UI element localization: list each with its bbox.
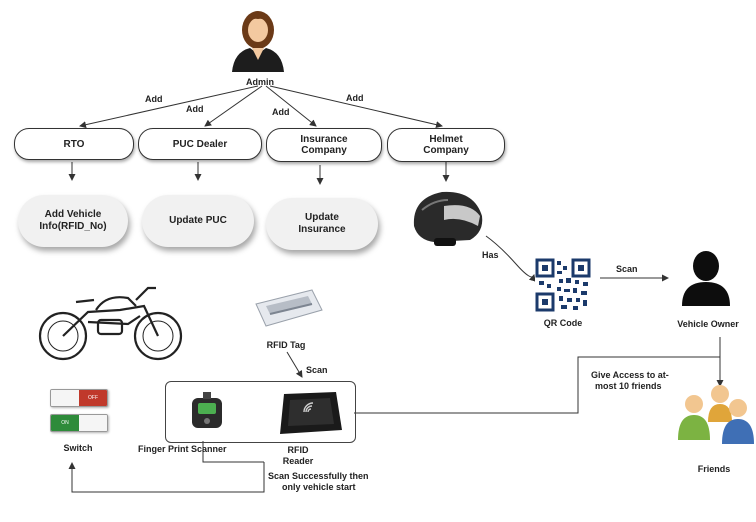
rfid-reader-icon (280, 392, 342, 434)
update-insurance-label-2: Insurance (298, 224, 346, 235)
give-access-label-2: most 10 friends (595, 381, 662, 391)
edge-label-add: Add (272, 107, 290, 117)
rfid-tag-label: RFID Tag (266, 340, 306, 350)
qr-code-icon (535, 258, 591, 312)
edge-label-scan: Scan (306, 365, 328, 375)
helmet-company-label-1: Helmet (429, 134, 463, 145)
edge-admin-rto (79, 85, 259, 129)
helmet-icon (413, 191, 483, 246)
switch-label: Switch (63, 443, 93, 453)
admin-label: Admin (246, 77, 274, 87)
rfid-tag-icon (255, 289, 323, 327)
rfid-reader-label-1: RFID (287, 445, 309, 455)
add-vehicle-label-2: Info(RFID_No) (39, 221, 107, 232)
update-puc-label: Update PUC (169, 215, 227, 226)
rto-box: RTO (14, 128, 134, 160)
person-icon (682, 251, 730, 306)
edge-tag-reader (286, 351, 303, 378)
edge-admin-puc (204, 85, 263, 127)
edge-reader-access (354, 356, 720, 414)
add-vehicle-cloud: Add Vehicle Info(RFID_No) (18, 195, 128, 247)
edge-scan-switch (68, 462, 265, 493)
edge-label-has: Has (482, 250, 499, 260)
give-access-label-1: Give Access to at- (591, 370, 669, 380)
update-insurance-cloud: Update Insurance (266, 198, 378, 250)
vehicle-owner-label: Vehicle Owner (677, 319, 739, 329)
switch-off: OFF (50, 389, 108, 407)
edge-label-scan: Scan (616, 264, 638, 274)
scan-success-label-1: Scan Successfully then (268, 471, 369, 481)
rto-label: RTO (63, 138, 85, 150)
puc-dealer-box: PUC Dealer (138, 128, 262, 160)
switch-off-label: OFF (79, 390, 107, 406)
edge-label-add: Add (346, 93, 364, 103)
friends-label: Friends (697, 464, 731, 474)
reader-group (165, 381, 356, 443)
edge-admin-insurance (265, 85, 317, 127)
finger-print-scanner-label: Finger Print Scanner (138, 444, 227, 454)
edge-helmet-qr (485, 235, 536, 282)
edge-label-add: Add (186, 104, 204, 114)
insurance-company-label-1: Insurance (300, 134, 348, 145)
edge-label-add: Add (145, 94, 163, 104)
scan-success-label-2: only vehicle start (282, 482, 356, 492)
puc-dealer-label: PUC Dealer (172, 138, 228, 150)
friends-icon (678, 385, 754, 444)
edge-reader-note (202, 441, 264, 463)
switch-on: ON (50, 414, 108, 432)
update-insurance-label-1: Update (305, 212, 339, 223)
motorcycle-icon (38, 286, 183, 361)
add-vehicle-label-1: Add Vehicle (44, 209, 102, 220)
qr-code-label: QR Code (543, 318, 583, 328)
helmet-company-label-2: Company (423, 145, 469, 156)
update-puc-cloud: Update PUC (142, 195, 254, 247)
rfid-reader-label-2: Reader (282, 456, 314, 466)
edge-admin-helmet (269, 85, 443, 129)
admin-woman-icon (232, 11, 284, 72)
fingerprint-scanner-icon (192, 392, 222, 428)
switch-on-label: ON (51, 415, 79, 431)
helmet-company-box: Helmet Company (387, 128, 505, 162)
insurance-company-box: Insurance Company (266, 128, 382, 162)
insurance-company-label-2: Company (301, 145, 347, 156)
